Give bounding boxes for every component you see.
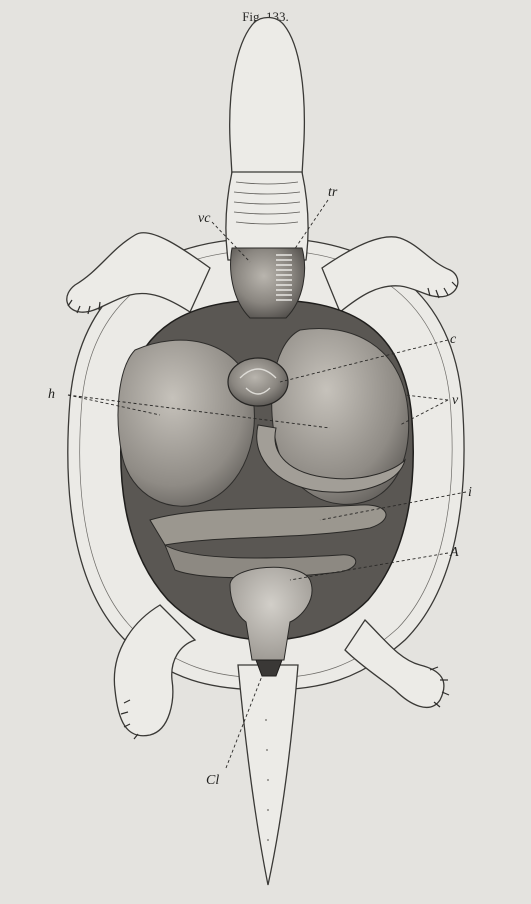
label-a: A — [449, 545, 459, 560]
head — [230, 18, 305, 176]
label-v: v — [452, 393, 459, 408]
label-cl: Cl — [206, 773, 219, 788]
trachea-region — [231, 248, 305, 318]
label-vc: vc — [198, 211, 211, 226]
label-h: h — [48, 387, 55, 402]
label-i: i — [468, 485, 472, 500]
tail — [238, 665, 298, 885]
label-tr: tr — [328, 185, 338, 200]
heart — [228, 358, 288, 406]
liver-lobe-left — [118, 340, 254, 506]
label-c: c — [450, 332, 457, 347]
